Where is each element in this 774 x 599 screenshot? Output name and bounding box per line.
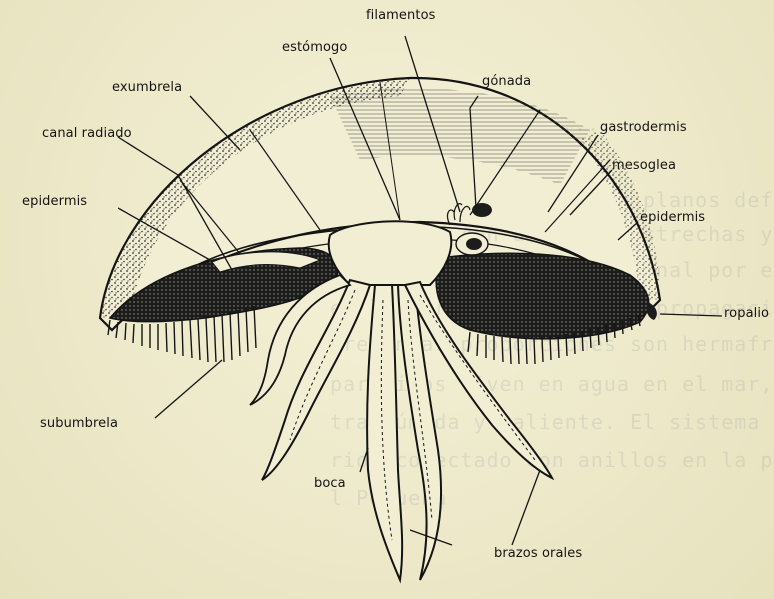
label-ropalio: ropalio xyxy=(724,306,769,321)
label-epidermis-right: epidermis xyxy=(640,210,705,225)
label-gonada: gónada xyxy=(482,74,531,89)
label-epidermis-left: epidermis xyxy=(22,194,87,209)
label-exumbrela: exumbrela xyxy=(112,80,182,95)
label-estomago: estómogo xyxy=(282,40,347,55)
label-boca: boca xyxy=(314,476,346,491)
label-canal-radiado: canal radiado xyxy=(42,126,132,141)
label-brazos-orales: brazos orales xyxy=(494,546,582,561)
label-filamentos: filamentos xyxy=(366,8,436,23)
label-mesoglea: mesoglea xyxy=(612,158,676,173)
label-gastrodermis: gastrodermis xyxy=(600,120,687,135)
manubrium xyxy=(329,221,452,285)
label-subumbrela: subumbrela xyxy=(40,416,118,431)
